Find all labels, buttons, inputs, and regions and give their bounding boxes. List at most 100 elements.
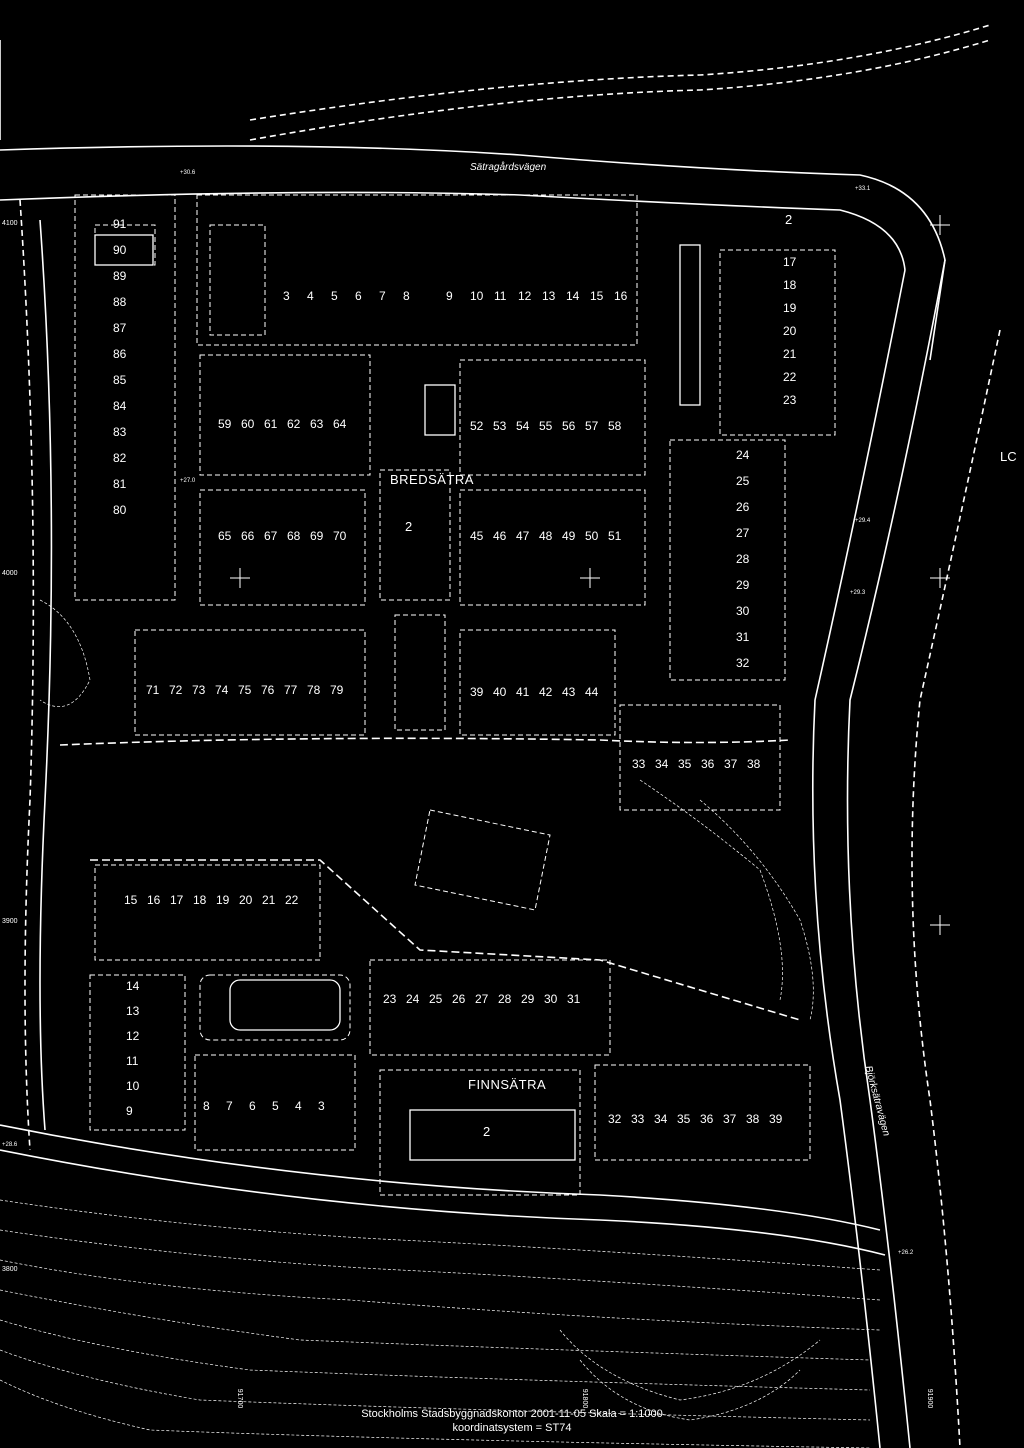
parcel-number: 5 — [272, 1099, 279, 1113]
parcel-number: 2 — [483, 1124, 491, 1139]
parcel-number: 32 — [608, 1112, 622, 1126]
parcel-number: 42 — [539, 685, 553, 699]
parcel-number: 85 — [113, 373, 127, 387]
parcel-number: 39 — [769, 1112, 783, 1126]
parcel-number: 14 — [126, 979, 140, 993]
parcel-number: 61 — [264, 417, 278, 431]
parcel-number: 91 — [113, 217, 127, 231]
parcel-number: 67 — [264, 529, 278, 543]
parcel-number: 58 — [608, 419, 622, 433]
parcel-number: 71 — [146, 683, 160, 697]
parcel-number: 3 — [318, 1099, 325, 1113]
parcel-number: 53 — [493, 419, 507, 433]
parcel-number: 4 — [295, 1099, 302, 1113]
parcel-number: 30 — [736, 604, 750, 618]
parcel-number: 23 — [383, 992, 397, 1006]
district-label-finnsatra: FINNSÄTRA — [468, 1077, 547, 1092]
grid-label: 3800 — [2, 1266, 18, 1273]
parcel-number: 73 — [192, 683, 206, 697]
parcel-number: 10 — [126, 1079, 140, 1093]
grid-label: 91900 — [926, 1388, 934, 1409]
parcel-number: 28 — [736, 552, 750, 566]
parcel-number: 84 — [113, 399, 127, 413]
parcel-number: 36 — [701, 757, 715, 771]
parcel-number: 27 — [475, 992, 489, 1006]
grid-label: 4100 — [2, 220, 18, 227]
parcel-number: 66 — [241, 529, 255, 543]
road-network — [0, 24, 1001, 1448]
parcel-blocks — [74, 194, 836, 1196]
parcel-number: 56 — [562, 419, 576, 433]
parcel-number: 13 — [542, 289, 556, 303]
parcel-number: 26 — [736, 500, 750, 514]
parcel-number: 36 — [700, 1112, 714, 1126]
spot-height: +29.3 — [850, 590, 866, 596]
parcel-number: 7 — [226, 1099, 233, 1113]
grid-label: 3900 — [2, 918, 18, 925]
parcel-number: 6 — [355, 289, 362, 303]
spot-height: +27.0 — [180, 478, 196, 484]
parcel-number: 49 — [562, 529, 576, 543]
parcel-number: 15 — [124, 893, 138, 907]
parcel-number: 59 — [218, 417, 232, 431]
district-label-bredsatra: BREDSÄTRA — [390, 472, 474, 487]
parcel-number: 18 — [193, 893, 207, 907]
parcel-number: 43 — [562, 685, 576, 699]
parcel-number: 6 — [249, 1099, 256, 1113]
grid-label: 91700 — [236, 1388, 244, 1409]
parcel-number: 29 — [521, 992, 535, 1006]
parcel-number: 20 — [239, 893, 253, 907]
parcel-number: 11 — [126, 1054, 139, 1068]
parcel-number: 52 — [470, 419, 484, 433]
parcel-number: 11 — [494, 289, 507, 303]
parcel-number: 16 — [614, 289, 628, 303]
spot-height: +26.2 — [898, 1250, 914, 1256]
edge-text: LC — [1000, 449, 1017, 464]
parcel-number: 8 — [403, 289, 410, 303]
parcel-number: 37 — [723, 1112, 737, 1126]
parcel-number: 47 — [516, 529, 530, 543]
parcel-number: 18 — [783, 278, 797, 292]
parcel-number: 16 — [147, 893, 161, 907]
parcel-number: 55 — [539, 419, 553, 433]
parcel-number: 21 — [783, 347, 797, 361]
parcel-number: 22 — [285, 893, 299, 907]
parcel-number: 57 — [585, 419, 599, 433]
parcel-number: 65 — [218, 529, 232, 543]
parcel-number: 68 — [287, 529, 301, 543]
parcel-number: 9 — [446, 289, 453, 303]
parcel-number: 2 — [785, 212, 793, 227]
grid-label: 91800 — [581, 1388, 589, 1409]
parcel-number: 25 — [429, 992, 443, 1006]
parcel-number: 64 — [333, 417, 347, 431]
parcel-number: 25 — [736, 474, 750, 488]
parcel-number: 8 — [203, 1099, 210, 1113]
parcel-number: 21 — [262, 893, 276, 907]
parcel-number: 76 — [261, 683, 275, 697]
parcel-number: 19 — [216, 893, 230, 907]
parcel-number: 77 — [284, 683, 298, 697]
parcel-number: 50 — [585, 529, 599, 543]
parcel-number: 83 — [113, 425, 127, 439]
parcel-number: 44 — [585, 685, 599, 699]
parcel-number: 2 — [405, 519, 413, 534]
parcel-number: 81 — [113, 477, 127, 491]
parcel-number: 35 — [677, 1112, 691, 1126]
parcel-number: 7 — [379, 289, 386, 303]
parcel-number: 15 — [590, 289, 604, 303]
parcel-number: 88 — [113, 295, 127, 309]
parcel-number: 4 — [307, 289, 314, 303]
parcel-number: 72 — [169, 683, 183, 697]
parcel-number: 29 — [736, 578, 750, 592]
parcel-number: 5 — [331, 289, 338, 303]
parcel-number: 27 — [736, 526, 750, 540]
parcel-number: 33 — [631, 1112, 645, 1126]
parcel-number: 63 — [310, 417, 324, 431]
parcel-number: 45 — [470, 529, 484, 543]
parcel-number: 17 — [170, 893, 184, 907]
parcel-number: 51 — [608, 529, 622, 543]
terrain-contours — [0, 599, 881, 1448]
parcel-number: 38 — [747, 757, 761, 771]
spot-height: +29.4 — [855, 518, 871, 524]
